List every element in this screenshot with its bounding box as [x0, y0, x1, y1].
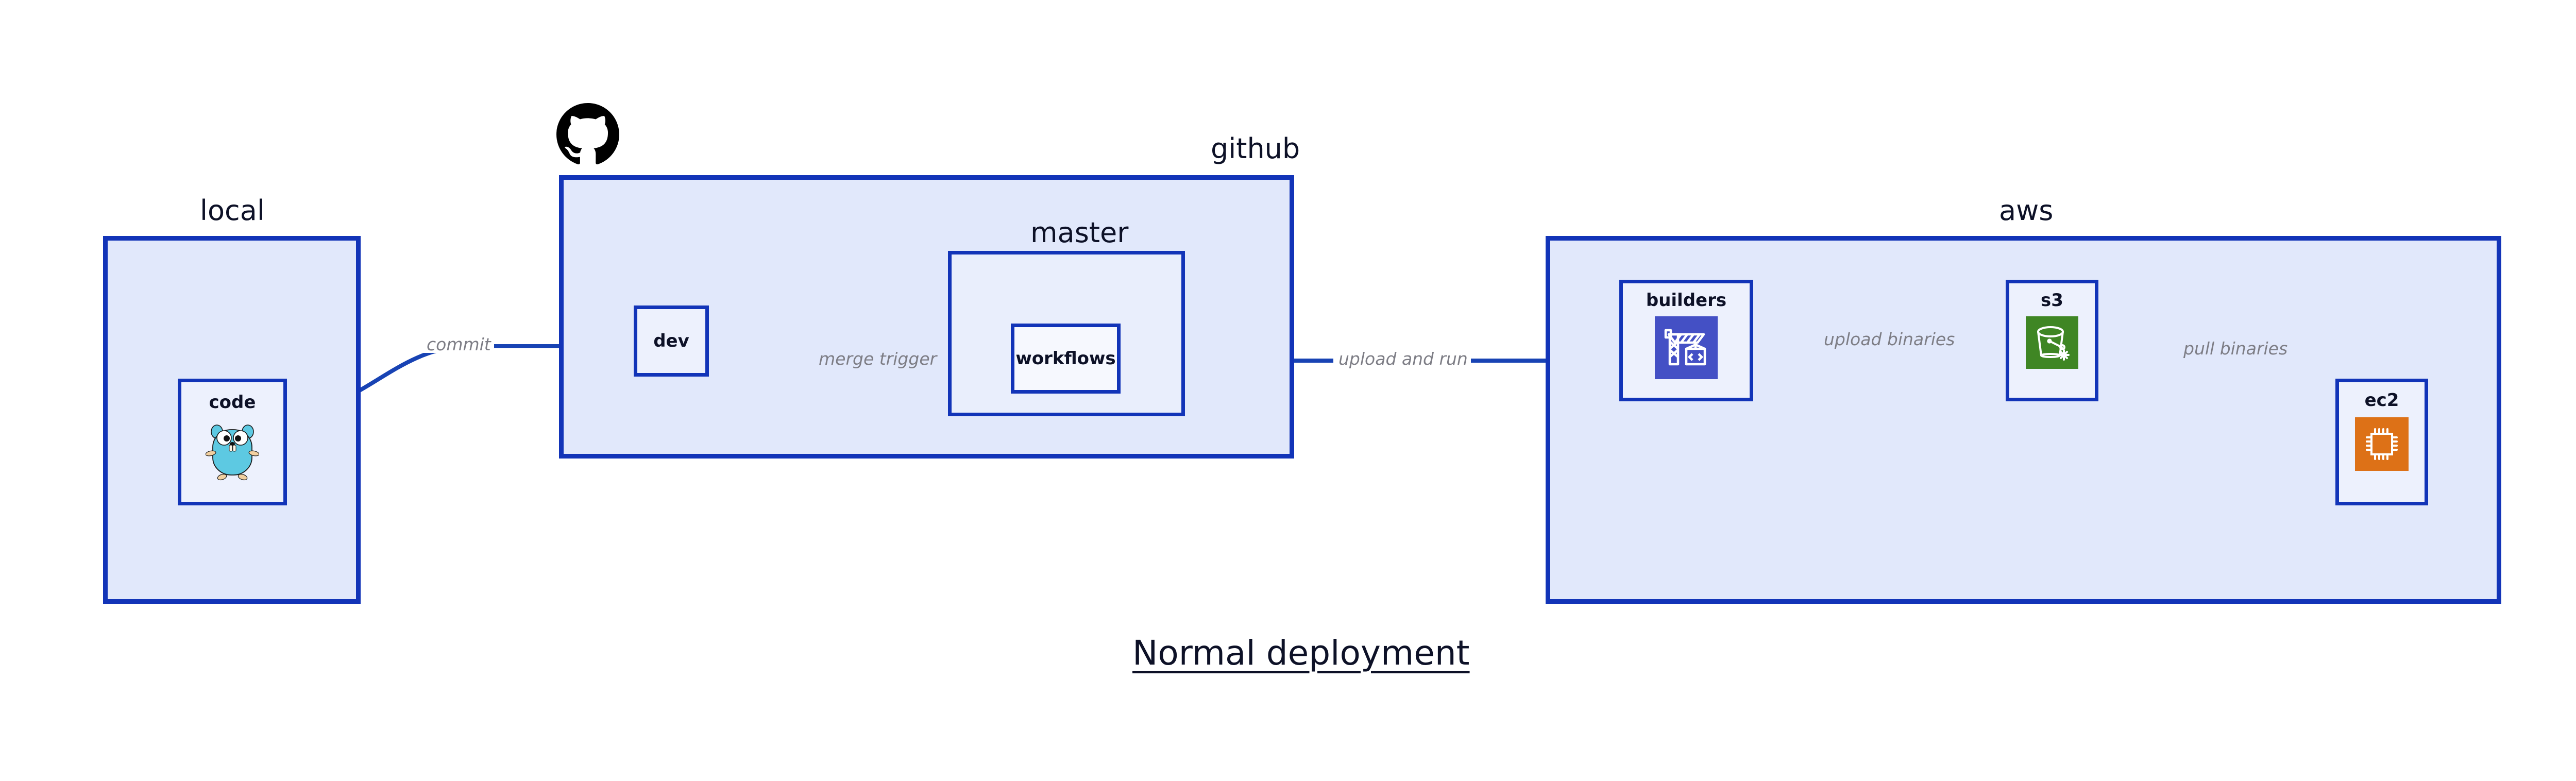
- node-label-code: code: [209, 392, 256, 413]
- node-ec2[interactable]: ec2: [2335, 379, 2428, 505]
- node-label-workflows: workflows: [1015, 348, 1116, 369]
- edge-label-merge-trigger: merge trigger: [819, 349, 937, 369]
- node-label-builders: builders: [1646, 290, 1727, 311]
- edge-label-commit: commit: [423, 336, 494, 353]
- github-octocat-logo: [556, 103, 619, 166]
- edge-label-pull-binaries: pull binaries: [2183, 338, 2288, 359]
- aws-s3-bucket-icon: [2026, 316, 2078, 369]
- diagram-title: Normal deployment: [1132, 633, 1470, 673]
- go-gopher-icon: [206, 421, 259, 482]
- node-dev[interactable]: dev: [634, 305, 709, 377]
- node-code[interactable]: code: [178, 379, 287, 505]
- node-label-dev: dev: [653, 331, 689, 351]
- aws-codebuild-icon: [1655, 316, 1718, 379]
- group-label-local: local: [200, 194, 265, 227]
- node-label-ec2: ec2: [2364, 390, 2399, 411]
- node-builders[interactable]: builders: [1619, 280, 1753, 401]
- group-label-aws: aws: [1999, 194, 2054, 227]
- aws-ec2-chip-icon: [2355, 417, 2409, 471]
- node-s3[interactable]: s3: [2006, 280, 2098, 401]
- group-label-github: github: [1211, 132, 1300, 165]
- node-label-s3: s3: [2041, 290, 2063, 311]
- edge-label-upload-binaries: upload binaries: [1824, 329, 1955, 349]
- edge-label-upload-and-run: upload and run: [1335, 350, 1471, 367]
- group-label-master: master: [1030, 216, 1129, 249]
- node-workflows[interactable]: workflows: [1011, 324, 1121, 394]
